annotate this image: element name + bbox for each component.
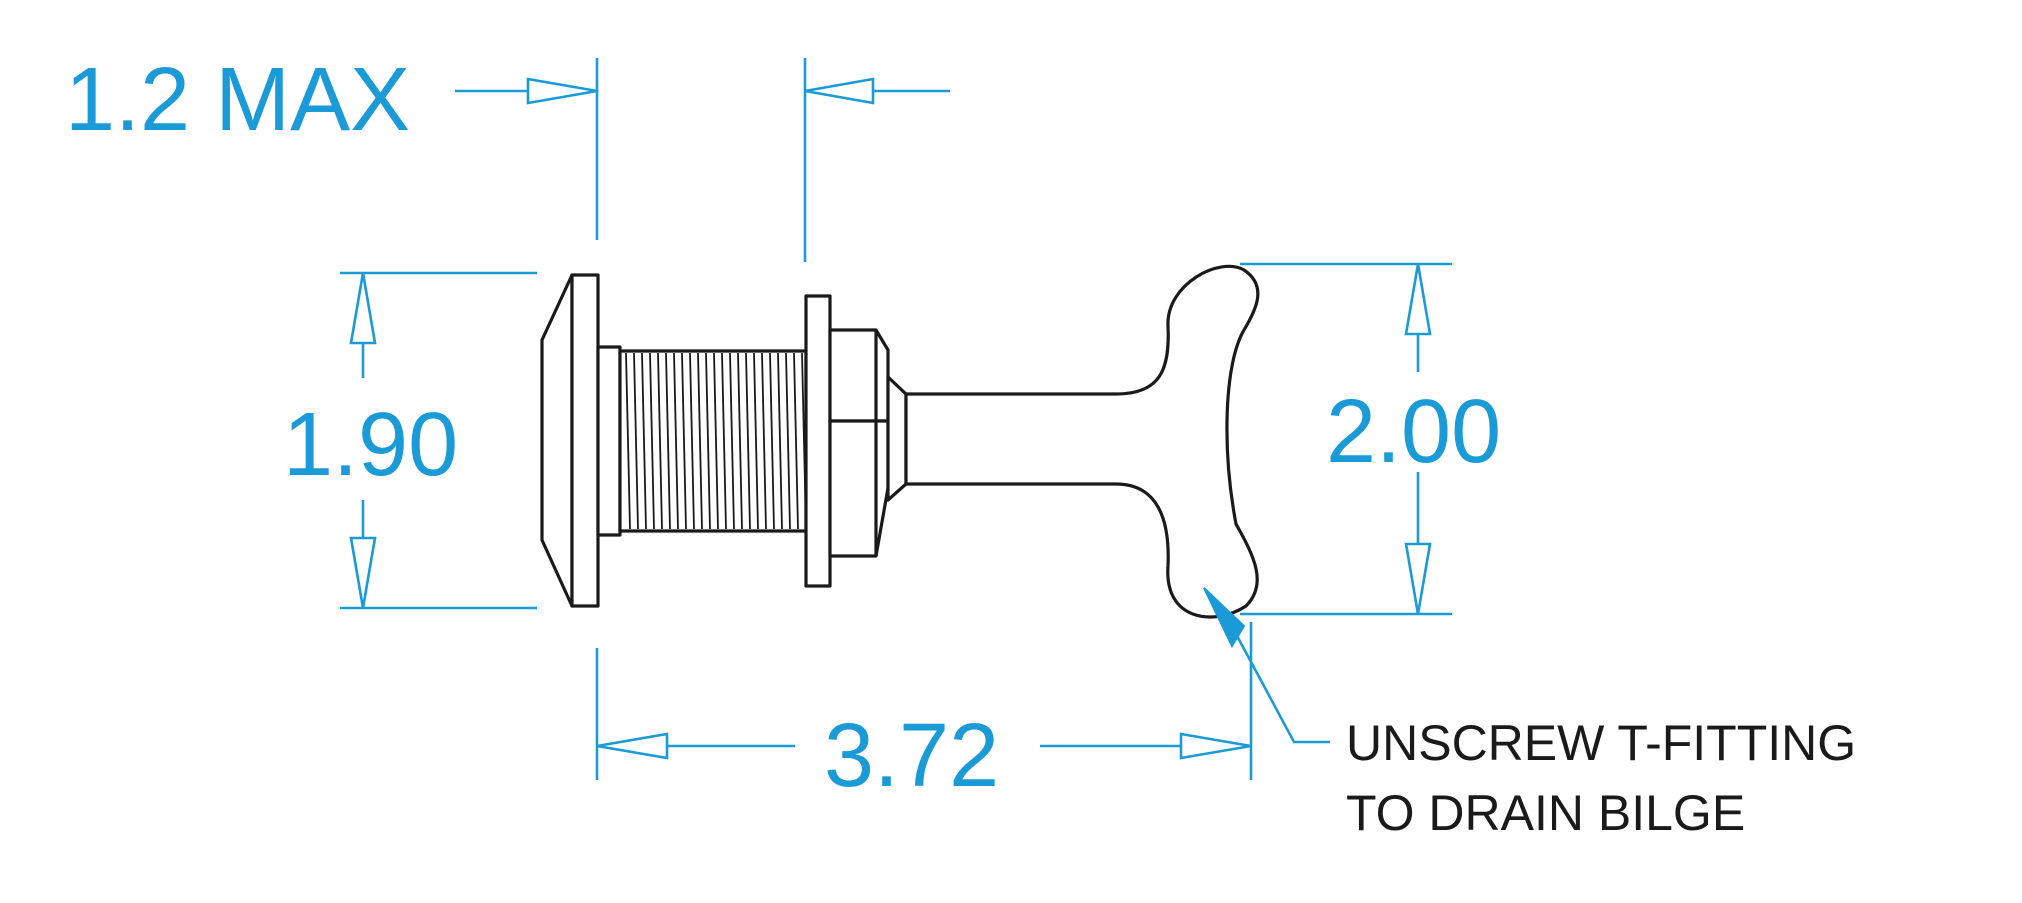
thread-line (689, 352, 695, 530)
lock-washer (804, 294, 832, 588)
thread-line (793, 352, 799, 530)
drain-plug-part (540, 264, 1260, 619)
thread-line (777, 352, 783, 530)
thread-line (681, 352, 687, 530)
lock-nut-lower (828, 419, 890, 558)
thread-line (745, 352, 751, 530)
flange-neck (596, 345, 622, 537)
dimension-handle-height: 2.00 (1240, 262, 1501, 616)
thread-line (633, 352, 639, 530)
thread-line (729, 352, 735, 530)
thread-line (641, 352, 647, 530)
thread-line (785, 352, 791, 530)
lock-nut (828, 328, 890, 423)
thread-lines (625, 352, 807, 530)
thread-line (761, 352, 767, 530)
thread-line (705, 352, 711, 530)
thread-line (753, 352, 759, 530)
note-line-1: UNSCREW T-FITTING (1346, 715, 1856, 771)
note-line-2: TO DRAIN BILGE (1346, 785, 1745, 841)
thread-line (673, 352, 679, 530)
thread-line (697, 352, 703, 530)
dimension-max-thickness: 1.2 MAX (65, 50, 950, 262)
flange-height-label: 1.90 (283, 395, 458, 495)
t-handle (904, 264, 1260, 619)
dimension-overall-length: 3.72 (595, 622, 1253, 806)
max-thickness-label: 1.2 MAX (65, 50, 410, 150)
thread-line (625, 352, 631, 530)
flange-disc (570, 273, 600, 608)
flange-face (540, 273, 574, 608)
collar (886, 375, 908, 502)
thread-line (665, 352, 671, 530)
dimension-flange-height: 1.90 (283, 271, 537, 610)
callout-note: UNSCREW T-FITTING TO DRAIN BILGE (1203, 587, 1856, 841)
thread-line (721, 352, 727, 530)
thread-line (657, 352, 663, 530)
thread-line (713, 352, 719, 530)
thread-line (649, 352, 655, 530)
thread-line (769, 352, 775, 530)
thread-line (737, 352, 743, 530)
overall-length-label: 3.72 (824, 706, 999, 806)
handle-height-label: 2.00 (1326, 382, 1501, 482)
